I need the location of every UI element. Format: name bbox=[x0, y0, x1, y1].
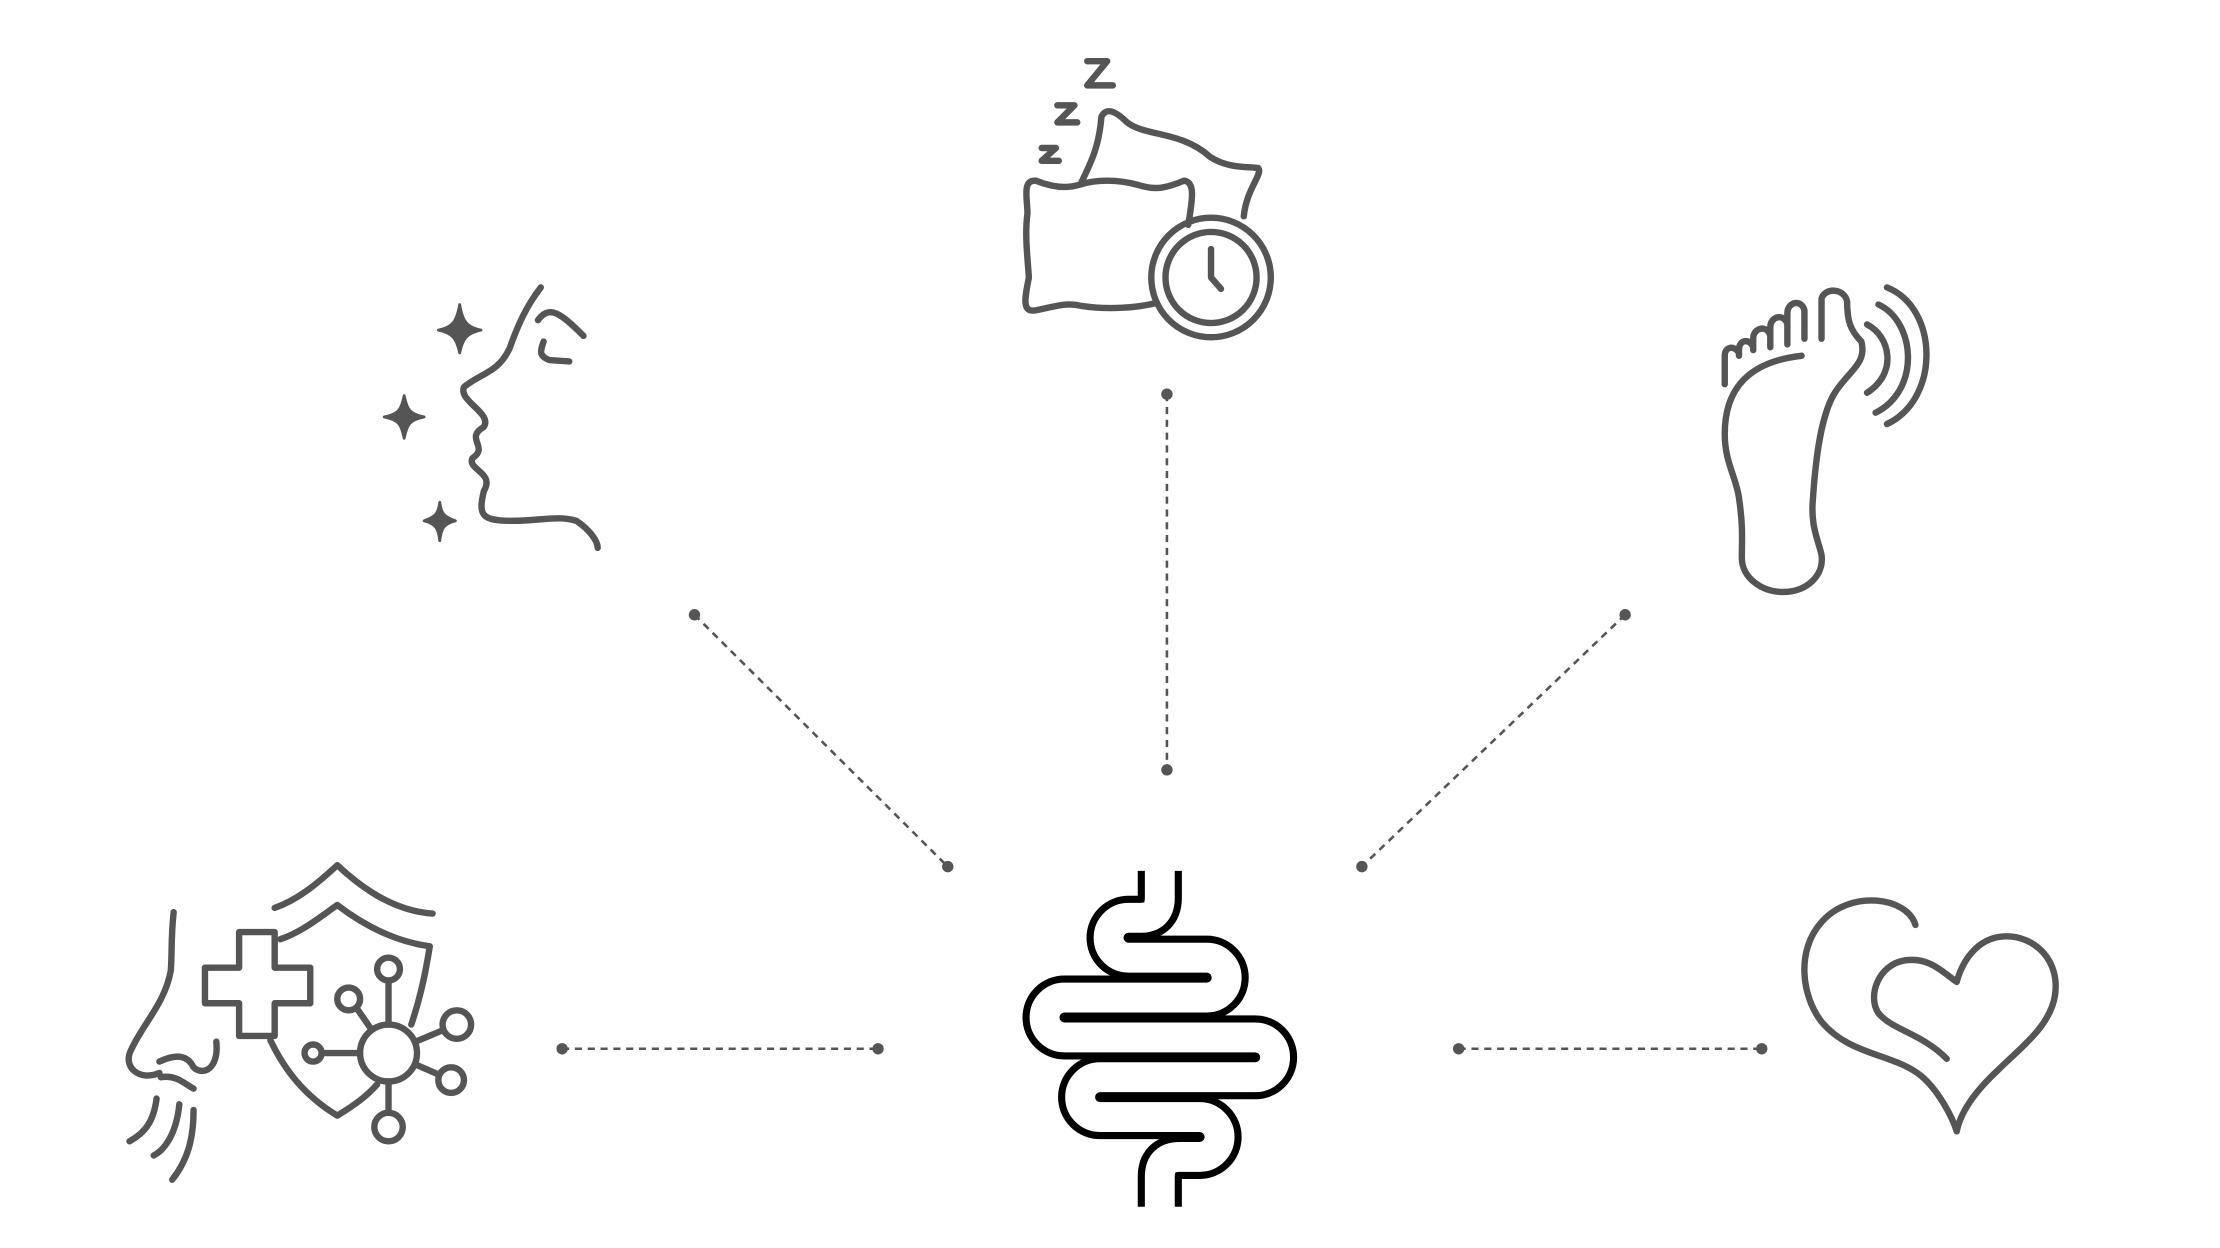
connector-foot-line bbox=[1360, 613, 1627, 868]
vibration-waves-icon bbox=[1863, 284, 1930, 428]
connector-heart-endpoint-dot bbox=[1452, 1043, 1465, 1055]
clock-icon bbox=[1148, 214, 1275, 341]
connector-face-endpoint-dot bbox=[942, 860, 954, 873]
pillow-icon bbox=[1022, 108, 1263, 314]
intestine-icon bbox=[1022, 865, 1298, 1213]
zz-icon bbox=[1038, 57, 1117, 165]
sparkle-icon bbox=[382, 303, 483, 543]
connector-heart-endpoint-dot bbox=[1756, 1043, 1768, 1055]
connector-foot-endpoint-dot bbox=[1356, 860, 1368, 873]
heart-icon bbox=[1801, 897, 2059, 1135]
connector-foot-endpoint-dot bbox=[1619, 609, 1631, 621]
sleep-icon bbox=[1022, 57, 1275, 341]
breath-lines-icon bbox=[126, 1095, 197, 1183]
virus-icon bbox=[301, 954, 475, 1145]
foot-nerve-icon bbox=[1721, 284, 1930, 596]
shield-icon bbox=[267, 862, 436, 1119]
connector-sleep-endpoint-dot bbox=[1161, 764, 1173, 776]
connector-face-endpoint-dot bbox=[688, 609, 701, 621]
connector-face-line bbox=[693, 613, 949, 868]
connector-immune-endpoint-dot bbox=[872, 1043, 884, 1055]
connector-sleep-endpoint-dot bbox=[1161, 388, 1173, 400]
immune-nose-icon bbox=[125, 862, 475, 1183]
connectors bbox=[556, 388, 1768, 1055]
face-skin-icon bbox=[382, 284, 601, 552]
nose-icon bbox=[125, 908, 220, 1092]
connector-immune-endpoint-dot bbox=[556, 1043, 568, 1055]
plus-icon bbox=[201, 928, 314, 1040]
